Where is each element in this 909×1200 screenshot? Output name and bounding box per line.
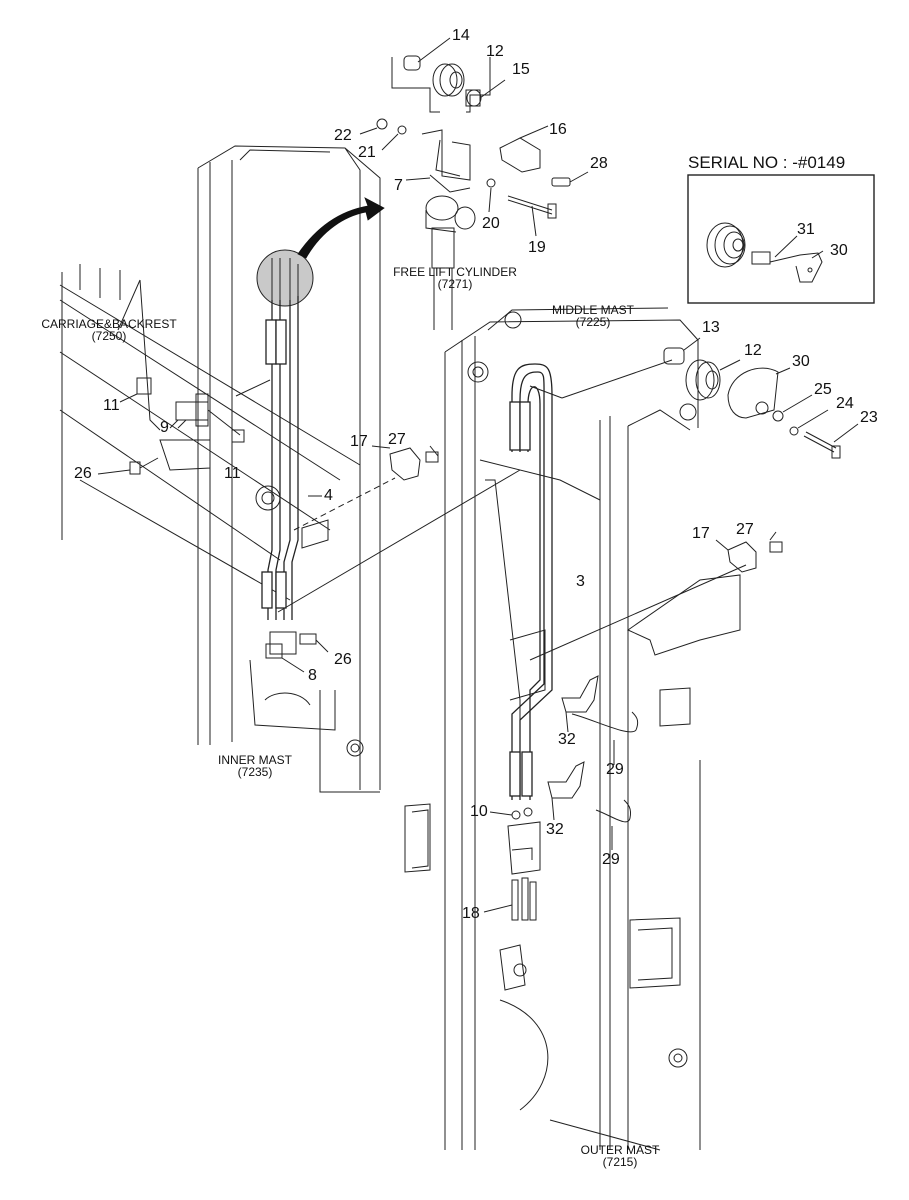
clip-32-upper-icon: [561, 675, 599, 733]
pin-14-icon: [403, 37, 451, 71]
callout-32-lower: 32: [546, 821, 564, 838]
caption-free-lift-cylinder-name: FREE LIFT CYLINDER: [393, 265, 517, 279]
serial-number-title: SERIAL NO : -#0149: [688, 153, 846, 172]
callout-9: 9: [160, 419, 169, 436]
bolt-19-icon: [507, 195, 557, 237]
callout-29-upper: 29: [606, 761, 624, 778]
chain-bracket-7-icon: [405, 129, 471, 193]
callout-17-inner: 17: [350, 433, 368, 450]
callout-32-upper: 32: [558, 731, 576, 748]
cylinder-head-icon: [425, 195, 476, 330]
caption-outer-mast-name: OUTER MAST: [580, 1143, 660, 1157]
bracket-lower-icon: [507, 821, 541, 875]
callout-25: 25: [814, 381, 832, 398]
clip-32-lower-icon: [547, 761, 585, 821]
callout-10: 10: [470, 803, 488, 820]
caption-outer-mast: OUTER MAST (7215): [565, 1144, 675, 1168]
callout-11-left: 11: [103, 397, 120, 414]
callout-23: 23: [860, 409, 878, 426]
washer-21-icon: [381, 125, 407, 151]
caption-outer-mast-code: (7215): [602, 1155, 638, 1169]
caption-middle-mast-name: MIDDLE MAST: [551, 303, 634, 317]
fitting-11-upper-icon: [119, 377, 152, 403]
hose-4-pair: [261, 296, 299, 620]
callout-11-lower: 11: [224, 465, 241, 482]
callout-22: 22: [334, 127, 352, 144]
callout-30-inset: 30: [830, 242, 848, 259]
inset-pin-icon: [751, 235, 824, 283]
callout-12-right: 12: [744, 342, 762, 359]
top-bracket-assembly: [359, 37, 589, 330]
block-8-icon: [265, 631, 305, 673]
callout-26-right: 26: [334, 651, 352, 668]
caption-carriage-backrest-name: CARRIAGE&BACKREST: [41, 317, 177, 331]
clamp-17-inner-icon: [371, 445, 439, 481]
callout-4: 4: [324, 487, 333, 504]
pin-13-icon: [663, 337, 701, 365]
serial-inset: [687, 174, 875, 304]
caption-carriage-backrest: CARRIAGE&BACKREST (7250): [20, 318, 198, 342]
washer-20-icon: [486, 178, 496, 213]
callout-8: 8: [308, 667, 317, 684]
caption-free-lift-cylinder: FREE LIFT CYLINDER (7271): [380, 266, 530, 290]
inset-roller-icon: [706, 222, 746, 268]
reference-lines: [169, 359, 747, 661]
callout-16: 16: [549, 121, 567, 138]
callout-19: 19: [528, 239, 546, 256]
caption-inner-mast-code: (7235): [237, 765, 273, 779]
washer-25-icon: [772, 394, 813, 422]
callout-30-right: 30: [792, 353, 810, 370]
harness-29-lower-icon: [595, 799, 631, 850]
connectors-18-icon: [483, 877, 537, 921]
callout-12-top: 12: [486, 43, 504, 60]
caption-inner-mast: INNER MAST (7235): [200, 754, 310, 778]
callout-20: 20: [482, 215, 500, 232]
caption-middle-mast-code: (7225): [575, 315, 611, 329]
caption-free-lift-cylinder-code: (7271): [437, 277, 473, 291]
caption-carriage-backrest-code: (7250): [91, 329, 127, 343]
middle-mast: [404, 307, 741, 1151]
caption-middle-mast: MIDDLE MAST (7225): [538, 304, 648, 328]
callout-13: 13: [702, 319, 720, 336]
inner-mast: [59, 145, 381, 793]
callout-7: 7: [394, 177, 403, 194]
guard-30-right-icon: [727, 367, 791, 419]
callout-14: 14: [452, 27, 470, 44]
hose-3-pair: [509, 363, 553, 800]
harness-29-upper-icon: [571, 711, 639, 765]
tee-fitting-9-icon: [175, 393, 245, 443]
nut-22-icon: [359, 118, 388, 135]
spacer-15-icon: [465, 79, 506, 107]
callout-29-lower: 29: [602, 851, 620, 868]
washer-24-icon: [789, 409, 829, 436]
clamp-17-outer-icon: [715, 531, 783, 573]
guard-16-icon: [499, 125, 549, 173]
bolt-26-right-icon: [299, 633, 329, 653]
callout-28: 28: [590, 155, 608, 172]
detail-magnifier: [256, 197, 385, 307]
callout-31: 31: [797, 221, 815, 238]
callout-24: 24: [836, 395, 854, 412]
fittings-10-icon: [489, 807, 533, 820]
roller-12-right-icon: [685, 359, 741, 401]
callout-15: 15: [512, 61, 530, 78]
callout-18: 18: [462, 905, 480, 922]
callout-27-inner: 27: [388, 431, 406, 448]
callout-17-outer: 17: [692, 525, 710, 542]
bolt-26-left-icon: [97, 457, 159, 475]
callout-26-left: 26: [74, 465, 92, 482]
roller-12-top-icon: [432, 63, 465, 97]
bolt-23-icon: [803, 423, 859, 459]
caption-inner-mast-name: INNER MAST: [217, 753, 292, 767]
callout-3: 3: [576, 573, 585, 590]
bolt-28-icon: [551, 171, 589, 187]
callout-21: 21: [358, 144, 376, 161]
callout-27-outer: 27: [736, 521, 754, 538]
